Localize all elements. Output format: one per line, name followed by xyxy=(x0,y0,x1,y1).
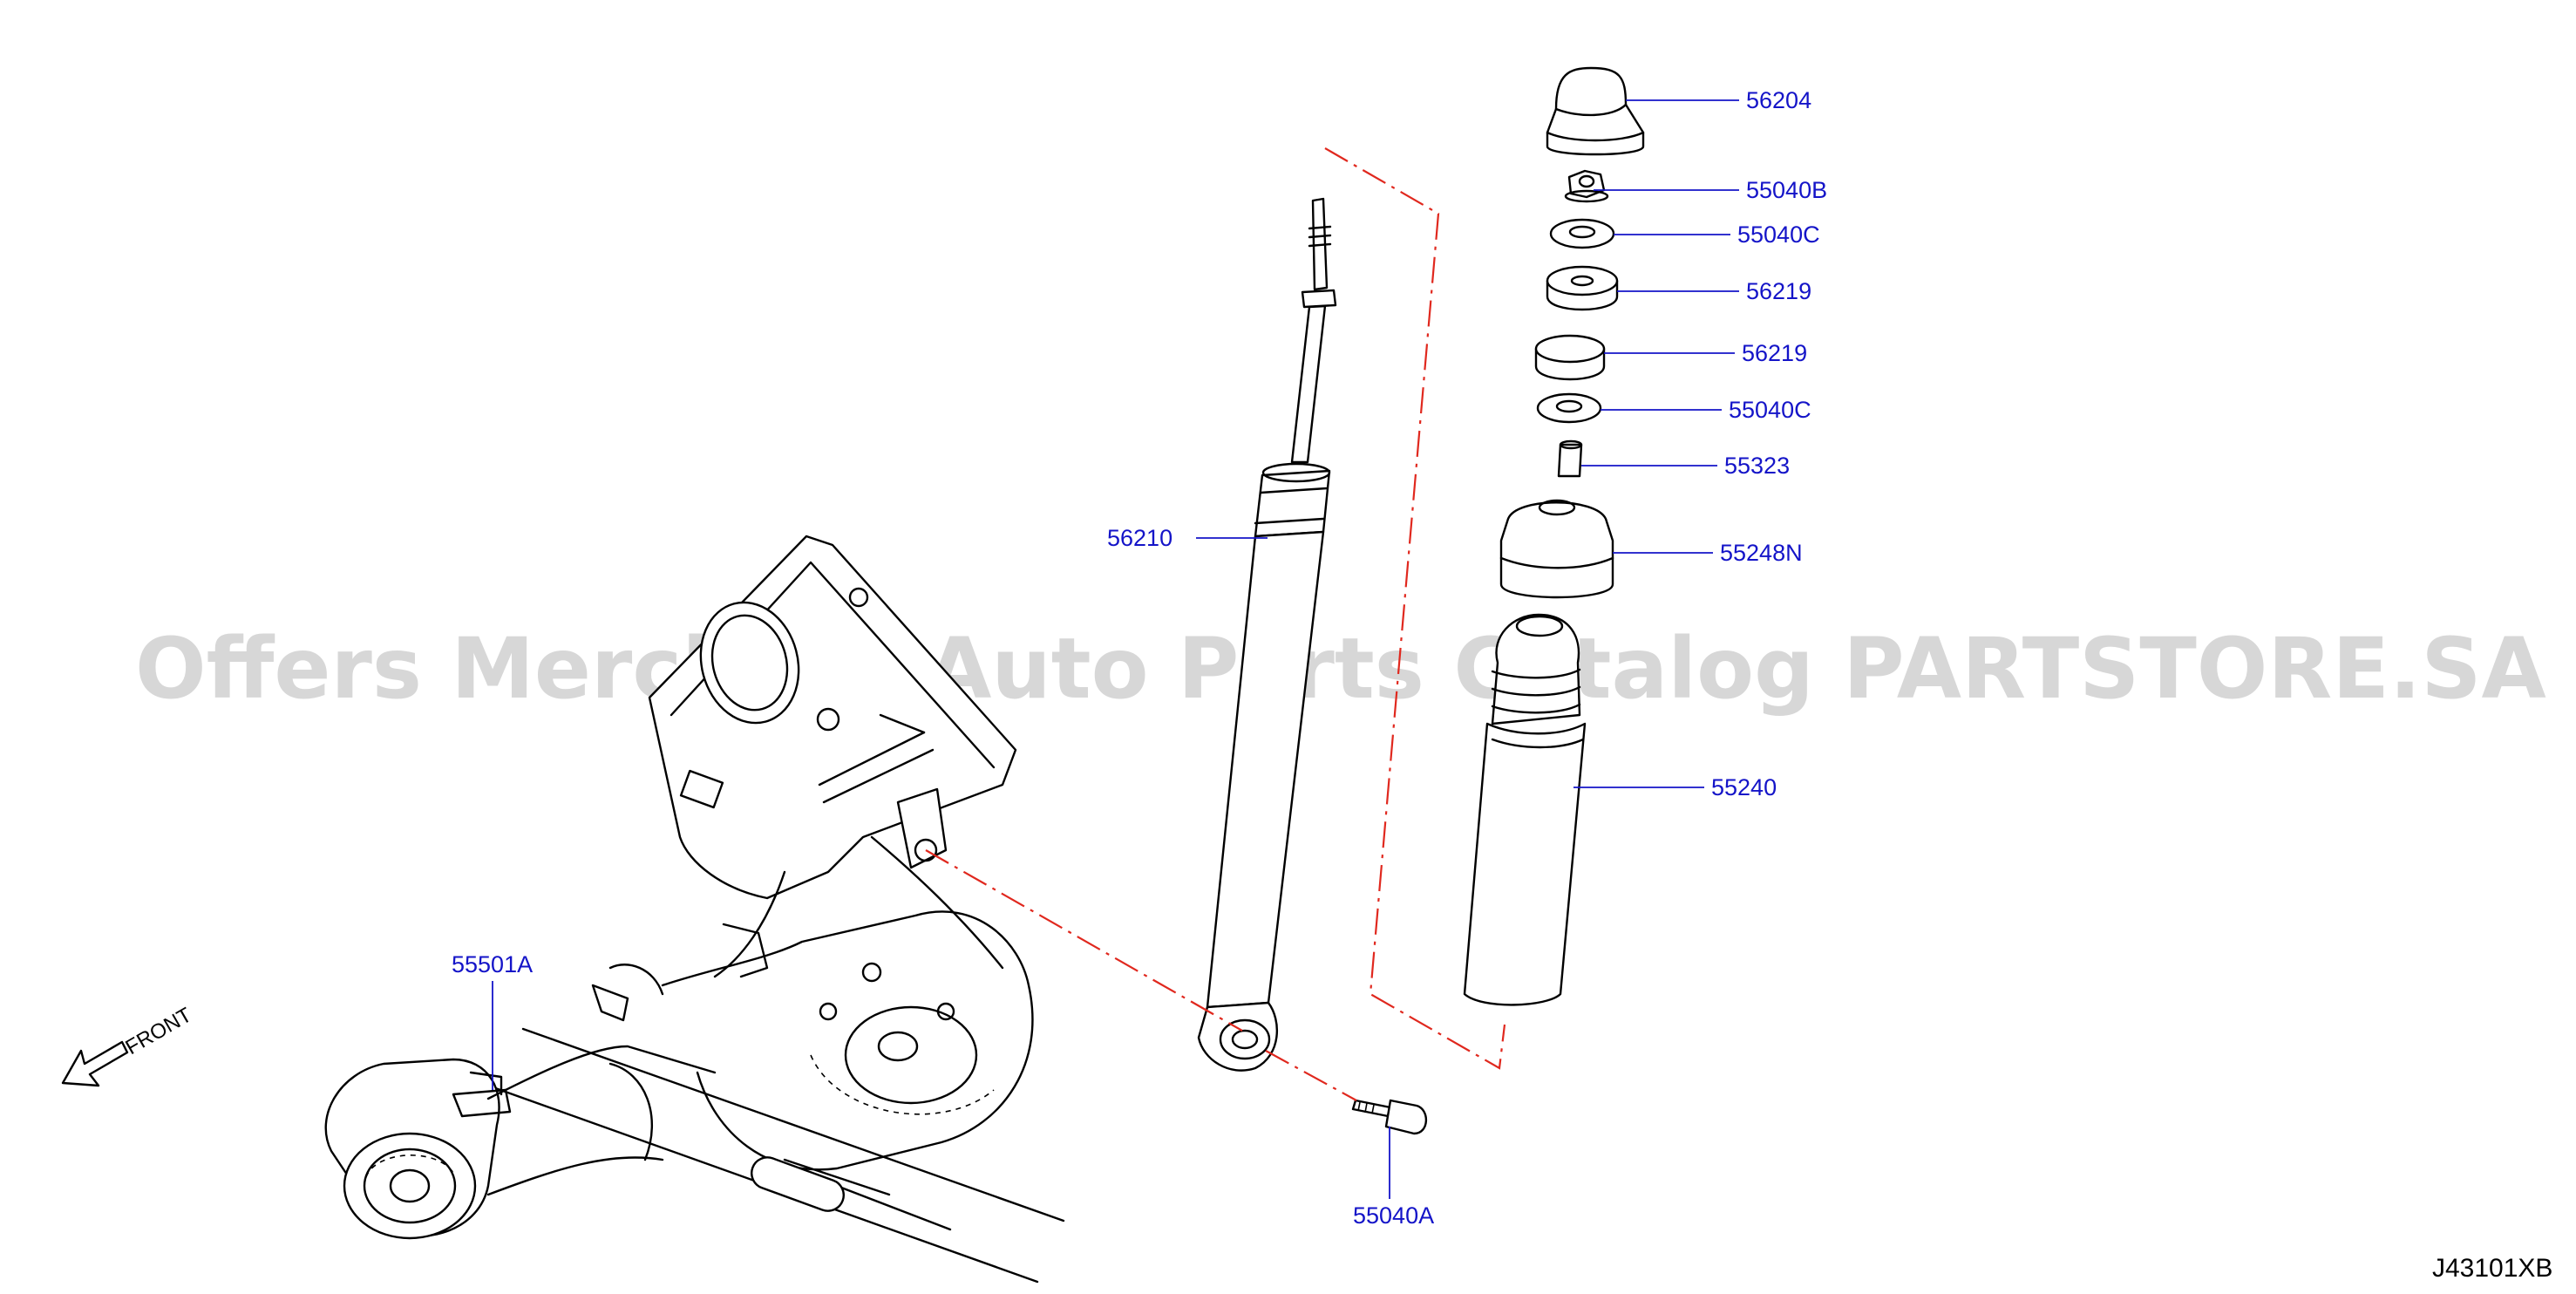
part-label[interactable]: 56219 xyxy=(1742,340,1807,366)
part-label[interactable]: 55040C xyxy=(1737,221,1820,248)
part-label[interactable]: 56204 xyxy=(1746,87,1811,113)
front-label: FRONT xyxy=(122,1003,196,1059)
dust-cap-55248n xyxy=(1499,499,1614,599)
part-label[interactable]: 56219 xyxy=(1746,278,1811,304)
washer-55040c-upper xyxy=(1549,218,1615,249)
shock-absorber xyxy=(1197,197,1337,1072)
part-label[interactable]: 56210 xyxy=(1107,525,1172,551)
part-label[interactable]: 55240 xyxy=(1711,774,1777,800)
nut-55040b xyxy=(1564,169,1609,203)
front-arrow-icon xyxy=(61,1040,129,1087)
part-label[interactable]: 55323 xyxy=(1724,453,1790,479)
part-label[interactable]: 55040A xyxy=(1353,1202,1434,1229)
bushing-56219-upper xyxy=(1546,265,1619,311)
part-label[interactable]: 55040B xyxy=(1746,177,1827,203)
leader-lines xyxy=(492,99,1739,1199)
bushing-56219-lower xyxy=(1534,334,1606,381)
bolt-55040a xyxy=(1351,1099,1428,1135)
bump-cap-56204 xyxy=(1546,66,1645,156)
front-direction-arrow: FRONT xyxy=(61,1003,196,1087)
rear-axle-beam xyxy=(324,535,1065,1284)
part-label[interactable]: 55248N xyxy=(1720,540,1803,566)
spacer-55323 xyxy=(1557,439,1583,478)
assembly-lines xyxy=(925,147,1506,1101)
part-label[interactable]: 55501A xyxy=(452,951,533,977)
part-label[interactable]: 55040C xyxy=(1729,397,1811,423)
part-labels: 56204 55040B 55040C 56219 56219 55040C 5… xyxy=(452,87,1827,1229)
washer-55040c-lower xyxy=(1536,392,1602,424)
watermark-text: Offers Merchant Auto Parts Catalog PARTS… xyxy=(135,620,2546,718)
bound-bumper-55240 xyxy=(1463,613,1587,1006)
diagram-code: J43101XB xyxy=(2432,1254,2552,1283)
